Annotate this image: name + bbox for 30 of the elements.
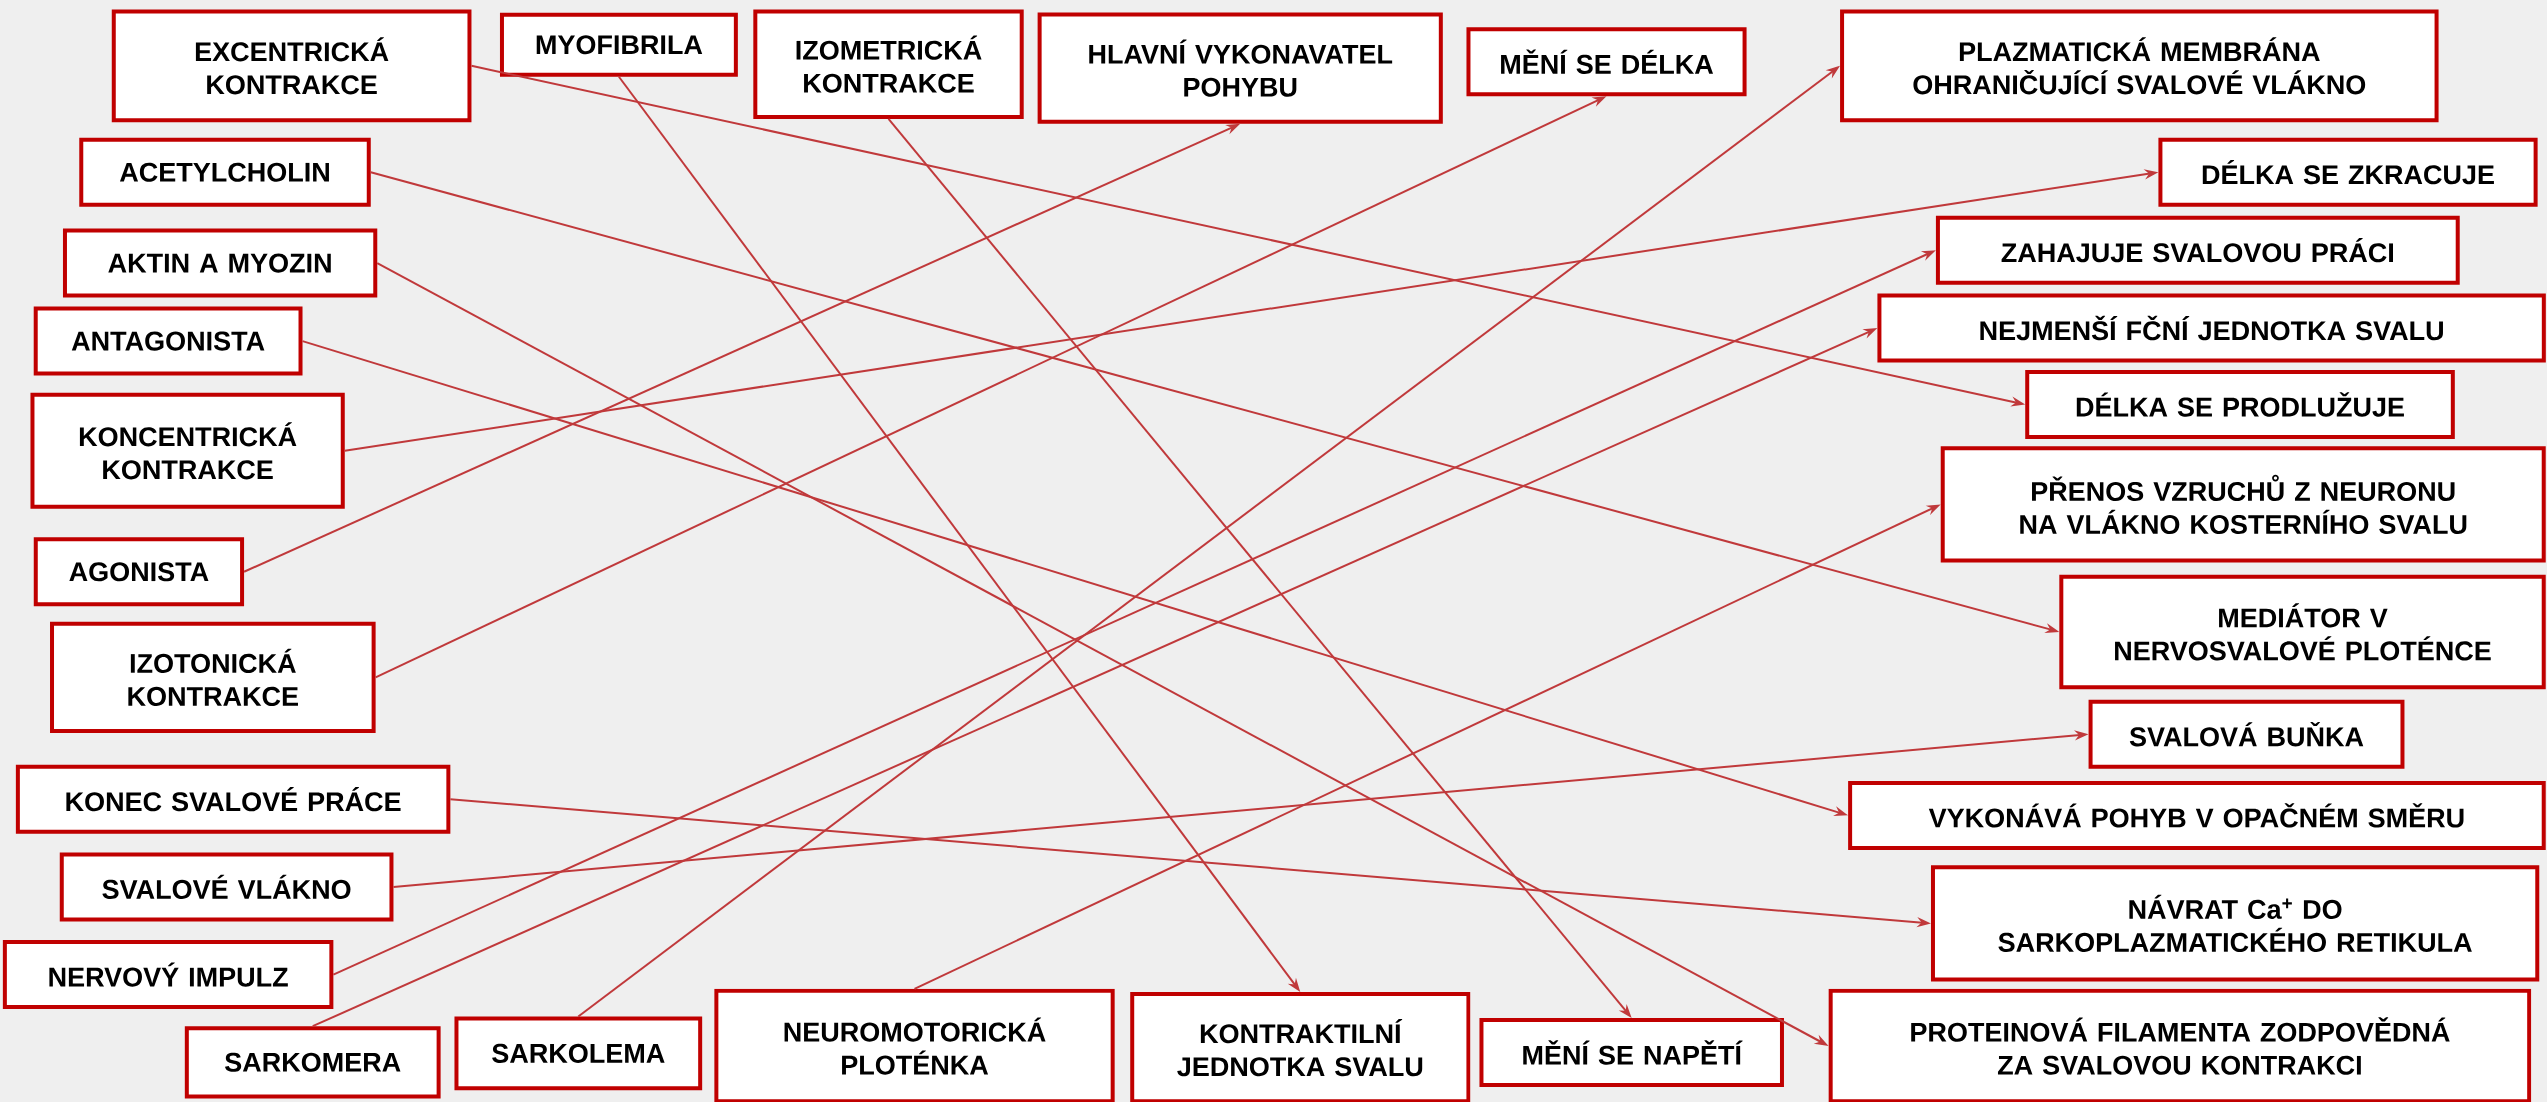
term-box: MĚNÍ SE NAPĚTÍ: [1479, 1018, 1784, 1088]
term-box: ZAHAJUJE SVALOVOU PRÁCI: [1935, 215, 2460, 285]
term-box: IZOMETRICKÁ KONTRAKCE: [753, 9, 1024, 119]
term-box: SVALOVÁ BUŇKA: [2088, 699, 2405, 769]
term-box: KONEC SVALOVÉ PRÁCE: [15, 764, 451, 834]
term-box: KONCENTRICKÁ KONTRAKCE: [30, 392, 345, 509]
term-box: MEDIÁTOR V NERVOSVALOVÉ PLOTÉNCE: [2059, 574, 2546, 690]
term-box: HLAVNÍ VYKONAVATEL POHYBU: [1037, 12, 1443, 124]
term-box: NÁVRAT Ca$^{+}$ DO SARKOPLAZMATICKÉHO RETIKULA: [1930, 865, 2540, 982]
term-box: PŘENOS VZRUCHŮ Z NEURONU NA VLÁKNO KOSTERNÍHO SVALU: [1940, 446, 2546, 563]
term-box: IZOTONICKÁ KONTRAKCE: [50, 621, 376, 733]
term-box: ACETYLCHOLIN: [79, 137, 371, 207]
term-box: NERVOVÝ IMPULZ: [2, 940, 334, 1010]
term-box: VYKONÁVÁ POHYB V OPAČNÉM SMĚRU: [1848, 780, 2546, 850]
term-box: SVALOVÉ VLÁKNO: [59, 852, 394, 922]
term-box: NEUROMOTORICKÁ PLOTÉNKA: [714, 988, 1115, 1102]
term-box: ANTAGONISTA: [33, 306, 303, 376]
term-box: MĚNÍ SE DÉLKA: [1466, 27, 1747, 97]
term-box: MYOFIBRILA: [499, 12, 738, 77]
term-box: NEJMENŠÍ FČNÍ JEDNOTKA SVALU: [1877, 293, 2546, 363]
term-box: SARKOLEMA: [454, 1016, 703, 1091]
term-box: DÉLKA SE ZKRACUJE: [2158, 137, 2538, 207]
term-box: SARKOMERA: [184, 1026, 441, 1099]
term-box: PLAZMATICKÁ MEMBRÁNA OHRANIČUJÍCÍ SVALOVÉ VLÁKNO: [1840, 9, 2439, 123]
term-box: AKTIN A MYOZIN: [62, 228, 378, 298]
term-box: AGONISTA: [33, 537, 245, 607]
term-box: KONTRAKTILNÍ JEDNOTKA SVALU: [1130, 992, 1471, 1102]
term-box: DÉLKA SE PRODLUŽUJE: [2025, 370, 2455, 439]
term-box: PROTEINOVÁ FILAMENTA ZODPOVĚDNÁ ZA SVALOVOU KONTRAKCI: [1828, 988, 2532, 1102]
term-box: EXCENTRICKÁ KONTRAKCE: [111, 9, 472, 123]
